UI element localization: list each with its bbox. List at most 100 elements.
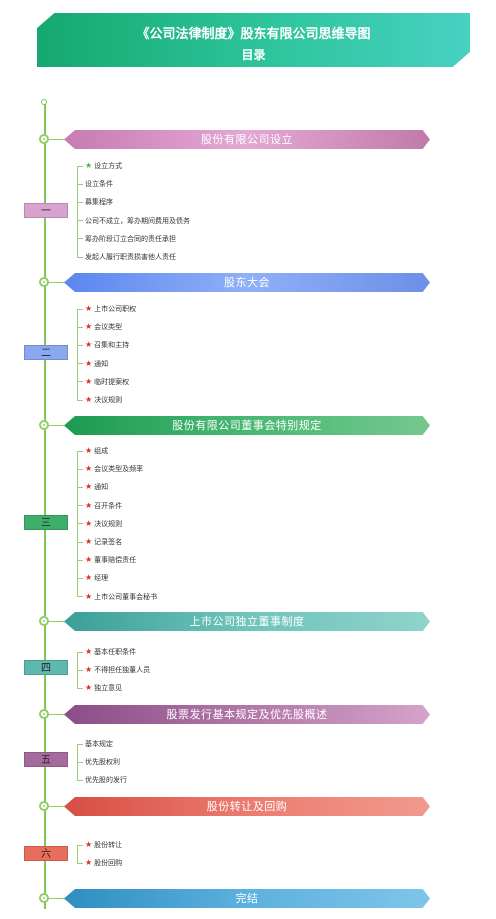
star-icon: ★ (85, 500, 93, 510)
section-item-label: 公司不成立，筹办期间费用及债务 (85, 216, 190, 225)
item-connector (77, 183, 83, 185)
section-item-label: 通知 (94, 359, 109, 368)
section-banner[interactable]: 上市公司独立董事制度 (64, 612, 430, 631)
section-item: ★召集和主持 (77, 338, 129, 352)
item-connector (77, 201, 83, 203)
item-connector (77, 651, 83, 653)
section-banner[interactable]: 股东大会 (64, 273, 430, 292)
section-connector (49, 621, 67, 622)
section-item: ★独立意见 (77, 681, 122, 695)
section-item-label: 经理 (94, 574, 109, 583)
diagram-title: 《公司法律制度》股东有限公司思维导图 (136, 27, 371, 42)
section-item: ★决议规则 (77, 517, 122, 531)
section-item: ★会议类型 (77, 320, 122, 334)
star-icon: ★ (85, 683, 93, 693)
section-item-label: 会议类型及频率 (94, 465, 144, 474)
section-item-label: 基本任职条件 (94, 648, 137, 656)
section-item: 设立条件 (77, 177, 113, 191)
item-connector (77, 596, 83, 598)
section-item-label: 优先股权利 (85, 758, 120, 767)
section-item-label: 上市公司董事会秘书 (94, 592, 158, 601)
section-node-icon (39, 616, 49, 626)
item-connector (77, 779, 83, 781)
section-item: 公司不成立，筹办期间费用及债务 (77, 214, 190, 228)
section-item-label: 筹办阶段订立合同的责任承担 (85, 234, 176, 243)
item-connector (77, 399, 83, 401)
item-connector (77, 523, 83, 525)
star-icon: ★ (85, 464, 93, 474)
item-connector (77, 844, 83, 846)
section-banner[interactable]: 完结 (64, 889, 430, 908)
item-connector (77, 486, 83, 488)
star-icon: ★ (85, 161, 93, 170)
star-icon: ★ (85, 573, 93, 583)
section-item: ★通知 (77, 480, 108, 494)
item-connector (77, 541, 83, 543)
section-item-label: 股份转让 (94, 841, 123, 849)
section-item: ★临时提案权 (77, 375, 129, 389)
section-item: 优先股权利 (77, 755, 120, 769)
section-item: 发起人履行职责损害他人责任 (77, 250, 176, 264)
star-icon: ★ (85, 665, 93, 675)
section-connector (49, 714, 67, 715)
section-item: ★上市公司职权 (77, 302, 136, 316)
star-icon: ★ (85, 304, 93, 313)
section-connector (49, 898, 67, 899)
item-connector (77, 862, 83, 864)
section-item-label: 股份回购 (94, 859, 123, 868)
item-connector (77, 344, 83, 346)
star-icon: ★ (85, 858, 93, 868)
title-banner: 《公司法律制度》股东有限公司思维导图 目录 (37, 13, 470, 67)
section-connector (49, 806, 67, 807)
section-item: ★不得担任独董人员 (77, 663, 150, 677)
section-item-label: 募集程序 (85, 198, 113, 207)
section-connector (49, 282, 67, 283)
star-icon: ★ (85, 647, 93, 656)
section-banner[interactable]: 股份有限公司设立 (64, 130, 430, 149)
item-connector (77, 220, 83, 222)
section-node-icon (39, 134, 49, 144)
section-item-label: 通知 (94, 483, 109, 492)
section-number-badge: 六 (24, 846, 68, 861)
section-number-badge: 二 (24, 345, 68, 360)
item-connector (77, 761, 83, 763)
section-node-icon (39, 709, 49, 719)
section-item-label: 决议规则 (94, 396, 123, 404)
star-icon: ★ (85, 376, 93, 386)
section-item: ★通知 (77, 357, 108, 371)
section-item: ★经理 (77, 571, 108, 585)
star-icon: ★ (85, 591, 93, 601)
section-item: ★股份回购 (77, 856, 122, 870)
section-item-label: 设立条件 (85, 180, 113, 189)
section-item-label: 设立方式 (94, 162, 123, 170)
section-banner[interactable]: 股票发行基本规定及优先股概述 (64, 705, 430, 724)
section-node-icon (39, 893, 49, 903)
section-item-label: 会议类型 (94, 323, 123, 332)
star-icon: ★ (85, 537, 93, 546)
star-icon: ★ (85, 340, 93, 350)
section-banner[interactable]: 股份转让及回购 (64, 797, 430, 816)
section-node-icon (39, 801, 49, 811)
section-item-label: 组成 (94, 447, 109, 455)
section-item-label: 召开条件 (94, 501, 123, 510)
section-item: 优先股的发行 (77, 773, 127, 787)
item-connector (77, 559, 83, 561)
section-item: 基本规定 (77, 737, 113, 751)
star-icon: ★ (85, 322, 93, 332)
item-connector (77, 238, 83, 240)
section-item-label: 发起人履行职责损害他人责任 (85, 253, 176, 261)
section-item-label: 决议规则 (94, 519, 123, 528)
section-item-label: 临时提案权 (94, 377, 130, 386)
section-node-icon (39, 277, 49, 287)
item-connector (77, 505, 83, 507)
section-banner[interactable]: 股份有限公司董事会特别规定 (64, 416, 430, 435)
section-item: ★会议类型及频率 (77, 462, 143, 476)
section-number-badge: 四 (24, 660, 68, 675)
section-item: ★股份转让 (77, 838, 122, 852)
section-item-label: 董事赔偿责任 (94, 556, 137, 565)
star-icon: ★ (85, 395, 93, 404)
star-icon: ★ (85, 840, 93, 849)
star-icon: ★ (85, 555, 93, 565)
section-item: ★基本任职条件 (77, 645, 136, 659)
section-item-label: 记录签名 (94, 538, 123, 546)
